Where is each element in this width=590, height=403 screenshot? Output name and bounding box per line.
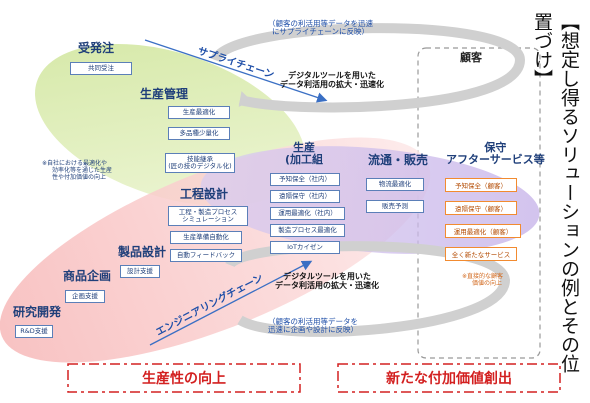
note-right-mark: ※ bbox=[462, 273, 468, 280]
item-design-support: 設計支援 bbox=[120, 265, 160, 278]
item-auto-feedback: 自動フィードバック bbox=[170, 249, 242, 262]
item-ops-internal: 運用最適化（社内） bbox=[270, 207, 345, 220]
supply-chain-arrow bbox=[144, 39, 328, 103]
item-remote-internal: 遠隔保守（社内） bbox=[270, 190, 340, 203]
customer-label: 顧客 bbox=[460, 51, 482, 64]
bottom-center-text: デジタルツールを用いた データ利活用の拡大・迅速化 bbox=[275, 272, 379, 291]
item-ops-customer: 運用最適化（顧客） bbox=[445, 224, 521, 238]
bottom-center-line1: デジタルツールを用いた bbox=[283, 272, 371, 281]
item-iot-kaizen: IoTカイゼン bbox=[270, 241, 340, 254]
top-feedback-line1: （顧客の利活用等データを迅速 bbox=[268, 19, 373, 28]
note-left-line1: 自社における最適化や bbox=[47, 160, 108, 167]
item-mfg-process-opt: 製造プロセス最適化 bbox=[270, 224, 345, 237]
note-left-line3: 性や付加価値の向上 bbox=[52, 174, 107, 182]
footer-right-text: 新たな付加価値創出 bbox=[386, 371, 512, 387]
item-remote-customer: 遠隔保守（顧客） bbox=[445, 201, 517, 215]
item-planning-support: 企画支援 bbox=[65, 290, 105, 303]
item-rnd-support: R&D支援 bbox=[15, 325, 53, 338]
stage-rnd-title: 研究開発 bbox=[13, 305, 62, 319]
item-prep-auto: 生産準備自動化 bbox=[170, 231, 242, 244]
top-center-line1: デジタルツールを用いた bbox=[288, 71, 376, 80]
top-center-text: デジタルツールを用いた データ利活用の拡大・迅速化 bbox=[280, 71, 384, 90]
item-sales-forecast: 販売予測 bbox=[366, 200, 424, 213]
item-logistics-opt: 物流最適化 bbox=[366, 178, 424, 191]
item-joint-order: 共同受注 bbox=[70, 62, 132, 75]
note-left: ※自社における最適化や 効率化等を通じた生産 性や付加価値の向上 bbox=[42, 160, 112, 182]
stage-maintenance-title: 保守 アフターサービス等 bbox=[446, 141, 545, 167]
bottom-center-line2: データ利活用の拡大・迅速化 bbox=[275, 280, 379, 290]
item-skill-transfer: 技能継承 (匠の技のデジタル化) bbox=[165, 153, 235, 173]
item-multi-variety: 多品種少量化 bbox=[168, 127, 230, 140]
stage-product-design-title: 製品設計 bbox=[118, 245, 167, 259]
side-title: 【想定し得るソリューションの例とその位置づけ】 bbox=[531, 12, 580, 373]
item-new-service: 全く新たなサービス bbox=[445, 247, 517, 261]
footer-left-text: 生産性の向上 bbox=[142, 371, 226, 387]
stage-process-design-title: 工程設計 bbox=[180, 187, 229, 201]
bottom-feedback-line1: （顧客の利活用等データを bbox=[268, 317, 358, 326]
item-pm-internal: 予知保全（社内） bbox=[270, 173, 340, 186]
footer-left-box bbox=[67, 363, 301, 393]
customer-region bbox=[417, 47, 541, 359]
item-process-sim: 工程・製造プロセス シミュレーション bbox=[168, 206, 248, 226]
item-production-opt: 生産最適化 bbox=[168, 106, 230, 119]
stage-distribution-title: 流通・販売 bbox=[368, 153, 429, 167]
item-pm-customer: 予知保全（顧客） bbox=[445, 178, 517, 192]
stage-production-mgmt-title: 生産管理 bbox=[140, 87, 189, 101]
note-left-mark: ※ bbox=[42, 160, 48, 167]
note-right: ※直接的な顧客 価値の向上 bbox=[462, 273, 503, 287]
stage-production-title: 生産 (加工組 bbox=[285, 141, 324, 167]
top-cycle-arrow bbox=[210, 23, 526, 113]
top-center-line2: データ利活用の拡大・迅速化 bbox=[280, 79, 384, 89]
stage-order-title: 受発注 bbox=[78, 41, 115, 55]
note-left-line2: 効率化等を通じた生産 bbox=[52, 167, 113, 175]
note-right-line1: 直接的な顧客 bbox=[467, 273, 504, 280]
bottom-feedback-line2: 迅速に企画や設計に反映） bbox=[268, 325, 358, 335]
top-feedback-line2: にサプライチェーンに反映） bbox=[271, 27, 370, 37]
bottom-feedback: （顧客の利活用等データを 迅速に企画や設計に反映） bbox=[268, 317, 358, 335]
stage-planning-title: 商品企画 bbox=[63, 269, 112, 283]
top-feedback: （顧客の利活用等データを迅速 にサプライチェーンに反映） bbox=[268, 19, 373, 37]
note-right-line2: 価値の向上 bbox=[472, 280, 503, 288]
footer-right-box bbox=[337, 363, 561, 393]
engineering-chain-arrow bbox=[149, 260, 313, 346]
